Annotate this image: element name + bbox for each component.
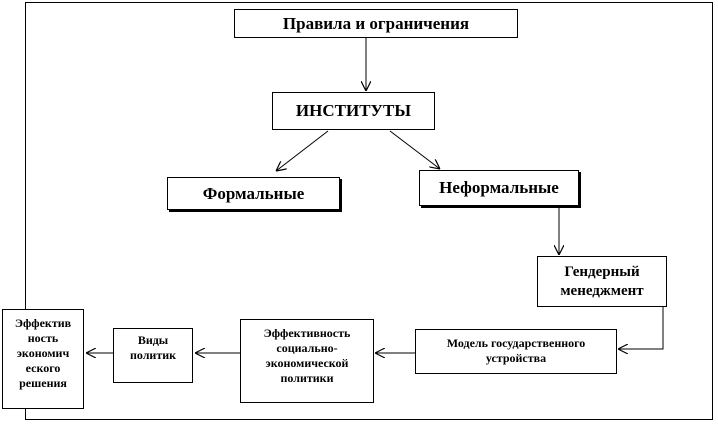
node-formal-label: Формальные (202, 183, 305, 203)
node-econ-decision-label: Эффектив ность экономич еского решения (14, 316, 72, 390)
node-state-model-label: Модель государственного устройства (446, 336, 586, 365)
node-institutions-label: ИНСТИТУТЫ (295, 101, 412, 120)
node-informal-label: Неформальные (439, 178, 559, 197)
node-economic-decision-efficiency: Эффектив ность экономич еского решения (2, 309, 84, 409)
diagram-frame (25, 2, 713, 420)
node-socio-econ-label: Эффективность социально-экономической по… (263, 326, 351, 385)
node-formal: Формальные (167, 177, 340, 210)
node-socio-economic-policy-efficiency: Эффективность социально-экономической по… (240, 319, 374, 403)
node-policy-types: Виды политик (113, 328, 193, 383)
node-state-structure-model: Модель государственного устройства (415, 329, 617, 374)
node-rules-label: Правила и ограничения (282, 13, 470, 33)
node-institutions: ИНСТИТУТЫ (272, 92, 435, 130)
node-gender-label: Гендерный менеджмент (560, 263, 644, 299)
node-gender-management: Гендерный менеджмент (537, 256, 667, 307)
node-informal: Неформальные (419, 170, 579, 206)
node-rules-and-constraints: Правила и ограничения (234, 9, 518, 38)
node-policy-types-label: Виды политик (129, 333, 177, 362)
